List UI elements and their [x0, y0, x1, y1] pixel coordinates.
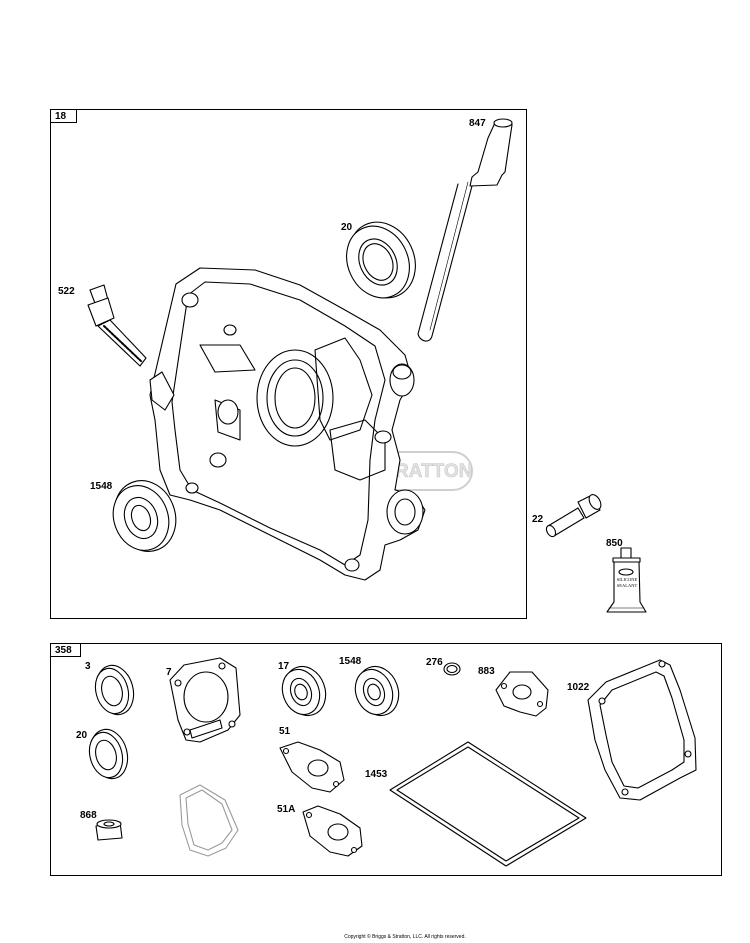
group-box-18: 18: [50, 109, 527, 619]
part-label-51: 51: [279, 726, 291, 737]
group-box-358: 358: [50, 643, 722, 876]
valve-seal-868: [95, 819, 123, 841]
tube-label-line-1: SILICONE: [617, 577, 638, 582]
part-label-850: 850: [606, 538, 623, 549]
part-label-17: 17: [278, 661, 290, 672]
part-label-883: 883: [478, 666, 495, 677]
part-label-1453: 1453: [365, 769, 388, 780]
part-label-3: 3: [85, 661, 91, 672]
part-label-51a: 51A: [277, 804, 296, 815]
valve-cover-gasket: [179, 784, 239, 857]
gasket-1453: [389, 741, 587, 867]
part-label-1548-kit: 1548: [339, 656, 362, 667]
part-label-20-kit: 20: [76, 730, 88, 741]
sealant-tube-850: SILICONE SEALANT: [606, 547, 647, 613]
group-label-358: 358: [51, 644, 81, 657]
part-label-847: 847: [469, 118, 486, 129]
oil-seal-20-kit: [88, 728, 129, 780]
dipstick-tube-847: [417, 118, 513, 342]
part-label-1022: 1022: [567, 682, 590, 693]
gasket-1022: [587, 659, 697, 801]
gasket-51: [279, 741, 345, 793]
oil-sensor-522: [87, 284, 147, 367]
ball-bearing-1548-kit: [354, 665, 400, 717]
part-label-522: 522: [58, 286, 75, 297]
copyright-notice: Copyright © Briggs & Stratton, LLC. All …: [0, 934, 750, 940]
part-label-7: 7: [166, 667, 172, 678]
oil-seal-3: [94, 664, 135, 716]
ball-bearing-17: [281, 665, 327, 717]
oil-seal-20: [346, 221, 416, 299]
crankcase-cover: [149, 267, 426, 581]
part-label-276: 276: [426, 657, 443, 668]
ball-bearing-1548: [112, 480, 177, 552]
head-gasket-7: [169, 657, 241, 743]
bolt-22: [545, 494, 602, 538]
part-label-20: 20: [341, 222, 353, 233]
gasket-883: [495, 671, 549, 717]
part-label-1548: 1548: [90, 481, 113, 492]
o-ring-276: [443, 662, 461, 676]
part-label-868: 868: [80, 810, 97, 821]
copyright-text: Copyright © Briggs & Stratton, LLC. All …: [344, 934, 466, 940]
part-label-22: 22: [532, 514, 544, 525]
tube-label-line-2: SEALANT: [617, 583, 638, 588]
gasket-51a: [302, 805, 363, 857]
group-label-18: 18: [51, 110, 77, 123]
